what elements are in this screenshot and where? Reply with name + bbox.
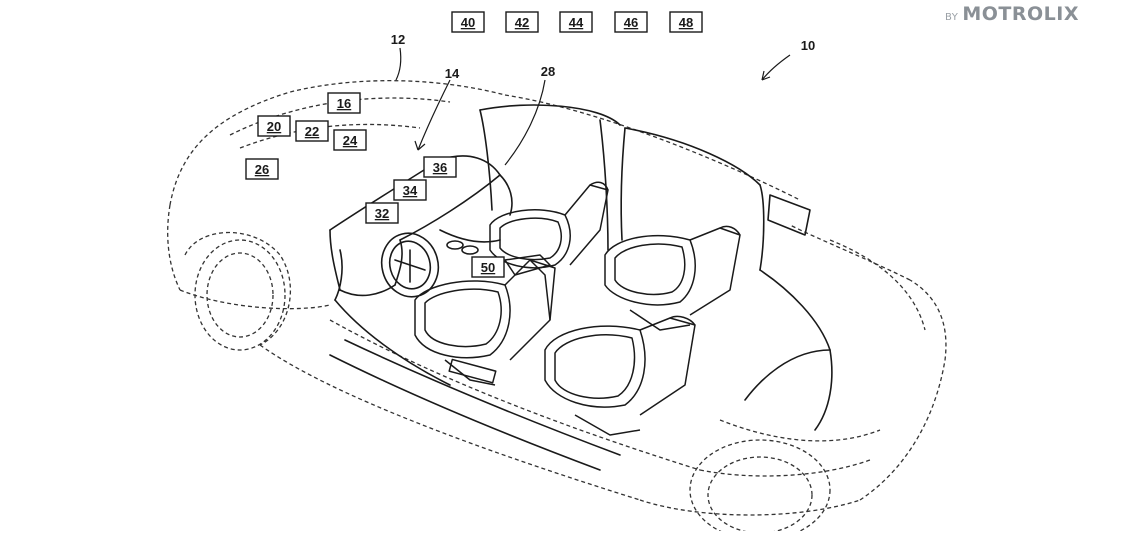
svg-text:24: 24 bbox=[343, 133, 358, 148]
vehicle-interior bbox=[329, 104, 833, 471]
boxed-label-20: 20 bbox=[257, 115, 291, 137]
svg-text:40: 40 bbox=[461, 15, 475, 30]
top-label-row: 40 42 44 46 48 bbox=[451, 11, 703, 33]
leader-lines bbox=[395, 47, 791, 166]
rear-right-seat bbox=[604, 225, 741, 331]
top-label-44: 44 bbox=[559, 11, 593, 33]
svg-text:20: 20 bbox=[267, 119, 281, 134]
boxed-label-50: 50 bbox=[471, 256, 505, 278]
svg-text:26: 26 bbox=[255, 162, 269, 177]
boxed-label-16: 16 bbox=[327, 92, 361, 114]
svg-text:50: 50 bbox=[481, 260, 495, 275]
motrolix-watermark: BY MOTROLIX bbox=[945, 3, 1079, 25]
svg-text:22: 22 bbox=[305, 124, 319, 139]
boxed-label-34: 34 bbox=[393, 179, 427, 201]
boxed-label-22: 22 bbox=[295, 120, 329, 142]
svg-text:44: 44 bbox=[569, 15, 584, 30]
leader-label-14: 14 bbox=[445, 66, 460, 81]
boxed-label-36: 36 bbox=[423, 156, 457, 178]
boxed-label-32: 32 bbox=[365, 202, 399, 224]
top-label-46: 46 bbox=[614, 11, 648, 33]
boxed-label-24: 24 bbox=[333, 129, 367, 151]
watermark-by-text: BY bbox=[944, 12, 959, 23]
svg-text:48: 48 bbox=[679, 15, 693, 30]
leader-label-28: 28 bbox=[541, 64, 555, 79]
boxed-label-group: 16 20 22 24 26 36 34 32 50 bbox=[245, 92, 505, 278]
top-label-40: 40 bbox=[451, 11, 485, 33]
vehicle-body-outline bbox=[167, 80, 947, 536]
seats bbox=[414, 181, 741, 436]
svg-text:32: 32 bbox=[375, 206, 389, 221]
front-passenger-seat bbox=[489, 181, 609, 269]
leader-label-12: 12 bbox=[391, 32, 405, 47]
rear-left-seat bbox=[544, 315, 696, 436]
driver-seat bbox=[414, 259, 556, 386]
watermark-brand-logo: MOTROLIX bbox=[962, 3, 1079, 25]
leader-label-group: 12 14 28 10 bbox=[391, 32, 815, 81]
svg-text:42: 42 bbox=[515, 15, 529, 30]
svg-text:46: 46 bbox=[624, 15, 638, 30]
leader-label-10: 10 bbox=[801, 38, 815, 53]
svg-text:16: 16 bbox=[337, 96, 351, 111]
svg-text:36: 36 bbox=[433, 160, 447, 175]
top-label-42: 42 bbox=[505, 11, 539, 33]
top-label-48: 48 bbox=[669, 11, 703, 33]
svg-text:34: 34 bbox=[403, 183, 418, 198]
boxed-label-26: 26 bbox=[245, 158, 279, 180]
